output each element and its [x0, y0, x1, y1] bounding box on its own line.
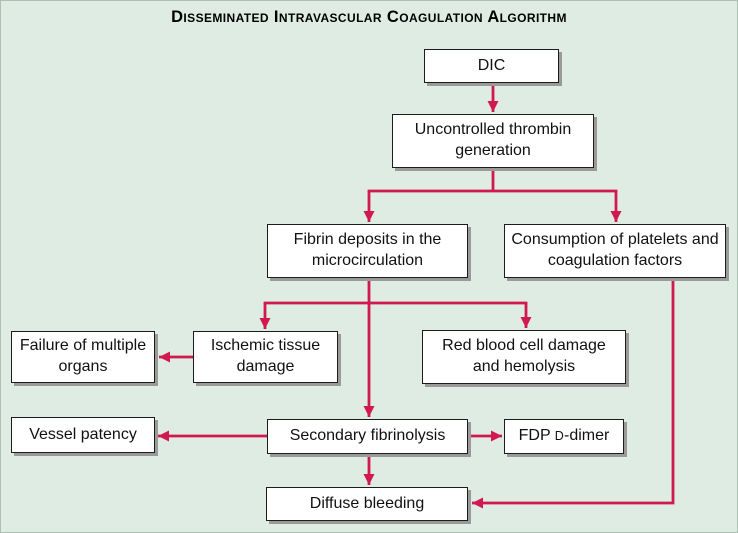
node-diffuse-label: Diffuse bleeding [309, 494, 425, 512]
node-uncontrolled-thrombin-generation: Uncontrolled thrombin generation [392, 114, 594, 168]
arrow-consumption-to-diffuse [472, 278, 675, 509]
node-fdp-label-prefix: FDP [518, 427, 555, 445]
node-secondary-fibrinolysis: Secondary fibrinolysis [267, 419, 468, 454]
node-failure-of-multiple-organs: Failure of multiple organs [11, 331, 155, 383]
node-dic-label: DIC [477, 56, 506, 74]
node-dic: DIC [424, 49, 559, 83]
node-fibrin-deposits: Fibrin deposits in the microcirculation [267, 224, 468, 278]
node-consumption-of-platelets: Consumption of platelets and coagulation… [504, 224, 726, 278]
node-vessel-patency: Vessel patency [11, 417, 155, 453]
node-rbc-label: Red blood cell damage and hemolysis [442, 337, 606, 375]
node-vessel-label: Vessel patency [29, 425, 137, 443]
node-red-blood-cell-damage: Red blood cell damage and hemolysis [422, 330, 626, 384]
node-failure-label: Failure of multiple organs [19, 337, 147, 375]
node-consumption-label: Consumption of platelets and coagulation… [511, 231, 719, 269]
node-fdp-d-dimer: FDP D-dimer [504, 419, 624, 454]
node-diffuse-bleeding: Diffuse bleeding [266, 487, 468, 521]
node-secondary-label: Secondary fibrinolysis [289, 427, 446, 445]
node-fibrin-label: Fibrin deposits in the microcirculation [293, 231, 442, 269]
node-ischemic-tissue-damage: Ischemic tissue damage [193, 331, 338, 383]
node-thrombin-label: Uncontrolled thrombin generation [414, 121, 572, 159]
node-ischemic-label: Ischemic tissue damage [210, 337, 321, 375]
node-fdp-label-suffix: -dimer [564, 427, 610, 445]
node-fdp-label-smallcap-d: D [554, 429, 565, 444]
page-title: Disseminated Intravascular Coagulation A… [171, 8, 567, 26]
